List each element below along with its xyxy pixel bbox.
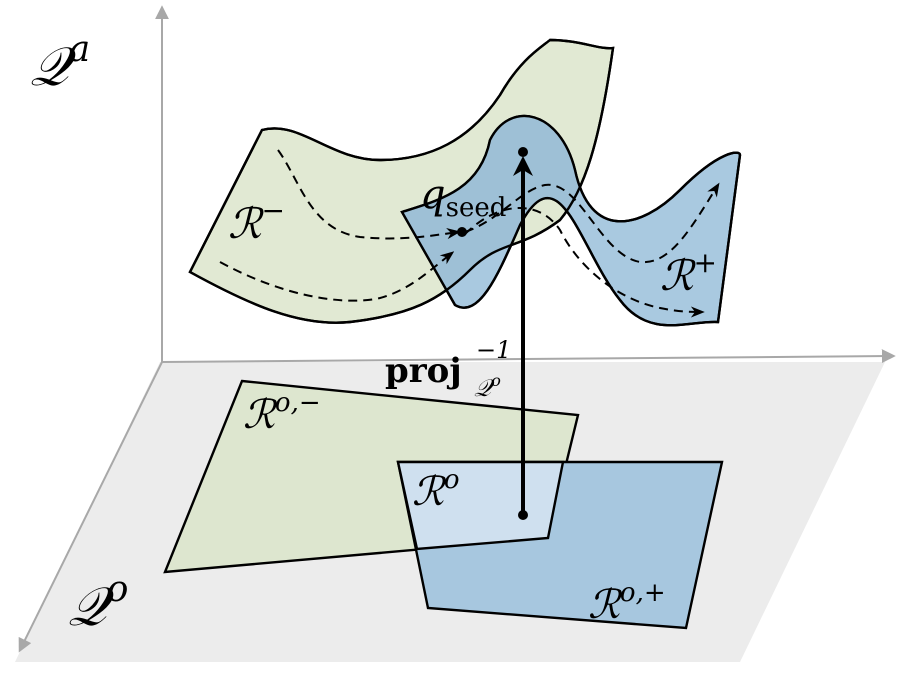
label-qo-sup: o [107,569,129,610]
label-r-minus-sup: − [262,194,285,227]
label-q-seed-sub: seed [446,193,507,223]
label-proj-sub-sup: o [491,371,501,390]
surface-r-minus-outline [188,38,615,324]
projection-end-point [518,147,528,157]
label-r-minus: ℛ− [228,194,285,248]
label-r-plus-main: ℛ [660,251,696,300]
label-ro-sup: o [444,465,460,495]
label-q-seed-main: q [420,172,446,218]
depth-axis [18,361,163,653]
label-proj-main: proj [385,351,462,391]
label-qa-sup: a [69,29,90,70]
label-qo: 𝒬o [68,569,128,638]
dashed-path-lower-right [464,207,705,318]
label-ro: ℛo [412,465,460,515]
dashed-path-upper-left [277,149,461,240]
label-ro-minus-main: ℛ [243,392,278,438]
label-ro-plus: ℛo,+ [588,578,666,628]
label-ro-minus: ℛo,− [243,388,321,438]
label-proj-sup: −1 [476,336,511,364]
label-r-plus: ℛ+ [660,246,717,300]
label-ro-plus-main: ℛ [588,582,623,628]
label-proj: proj [385,351,462,391]
projection-start-point [518,510,528,520]
horizontal-axis [161,349,896,364]
label-qa: 𝒬a [30,29,90,98]
seed-point [457,227,467,237]
label-ro-minus-sup: o,− [275,388,321,418]
label-proj-sub-main: 𝒬 [474,374,495,402]
label-proj-sub: 𝒬o [474,371,501,402]
label-q-seed: qseed [420,172,506,223]
label-ro-plus-sup: o,+ [620,578,666,608]
label-ro-main: ℛ [412,469,447,515]
label-r-plus-sup: + [694,246,717,279]
surface-r-plus-outline [400,114,742,327]
label-r-minus-main: ℛ [228,199,264,248]
